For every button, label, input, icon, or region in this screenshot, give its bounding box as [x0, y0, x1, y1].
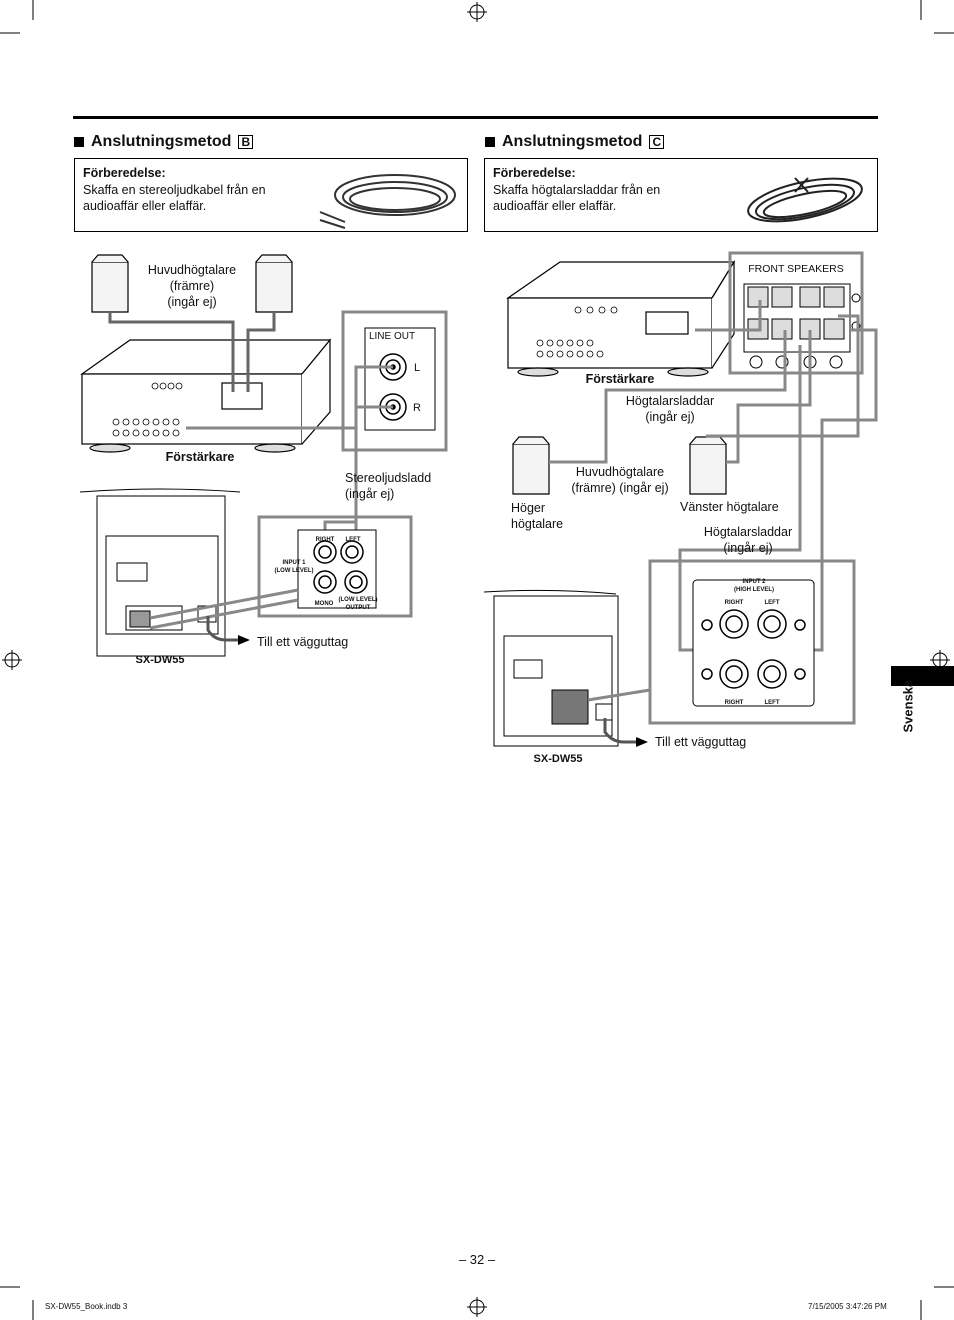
front-speakers-zoom-frame: [728, 251, 864, 375]
amplifier-icon: [506, 259, 736, 377]
left-label-bottom: LEFT: [764, 700, 780, 706]
prep-text: Skaffa högtalarsladdar från en audioaffä…: [493, 183, 661, 213]
section-b-title-text: Anslutningsmetod: [91, 133, 232, 150]
main-speakers-label: Huvudhögtalare (främre) (ingår ej): [571, 465, 669, 495]
input2-label: INPUT 2 (HIGH LEVEL): [734, 579, 774, 593]
section-c-title-text: Anslutningsmetod: [502, 133, 643, 150]
page-number: – 32 –: [458, 1252, 496, 1267]
wall-outlet-label: Till ett vägguttag: [257, 635, 349, 649]
footer-file: SX-DW55_Book.indb 3: [45, 1302, 128, 1311]
left-label: LEFT: [345, 537, 361, 543]
right-speaker-label: Höger högtalare: [511, 501, 564, 531]
model-label: SX-DW55: [135, 654, 185, 666]
amplifier-label: Förstärkare: [585, 372, 655, 386]
speaker-cables-label: Högtalarsladdar (ingår ej): [625, 394, 715, 424]
stereo-cable-label: Stereoljudsladd (ingår ej): [345, 471, 432, 501]
high-level-terminal-icon: [701, 609, 806, 689]
rca-input-icon: [313, 540, 368, 594]
main-speakers-label: Huvudhögtalare (främre) (ingår ej): [147, 263, 237, 309]
bullet-square-icon: [485, 137, 495, 147]
front-speaker-icon: [512, 436, 727, 495]
prep-text: Skaffa en stereoljudkabel från en audioa…: [83, 183, 266, 213]
prep-title: Förberedelse:: [493, 166, 576, 180]
right-channel-label: R: [413, 402, 421, 414]
line-out-label: LINE OUT: [368, 331, 416, 342]
input1-label: INPUT 1 (LOW LEVEL): [274, 560, 314, 574]
top-rule: [73, 116, 878, 119]
right-label-bottom: RIGHT: [724, 700, 744, 706]
language-label: Svenska: [900, 679, 916, 733]
prep-title: Förberedelse:: [83, 166, 166, 180]
right-label: RIGHT: [724, 600, 744, 606]
subwoofer-rear-icon: [79, 488, 241, 657]
section-b-letter: B: [238, 135, 254, 149]
speaker-wire-icon: [747, 177, 863, 223]
left-channel-label: L: [413, 362, 421, 374]
arrow-right-icon: [636, 737, 648, 747]
line-out-zoom-frame: [341, 310, 448, 452]
input2-zoom-frame: [648, 559, 856, 725]
section-b-prep-box: Förberedelse: Skaffa en stereoljudkabel …: [74, 158, 468, 232]
model-label: SX-DW55: [533, 753, 583, 765]
left-speaker-label: Vänster högtalare: [680, 500, 779, 514]
section-c-title: Anslutningsmetod C: [485, 133, 665, 151]
mono-label: MONO: [314, 601, 334, 607]
front-speakers-label: FRONT SPEAKERS: [748, 263, 844, 275]
language-tab: [891, 666, 954, 686]
front-speaker-icon: [91, 254, 293, 313]
amplifier-label: Förstärkare: [165, 450, 235, 464]
amplifier-icon: [80, 338, 332, 453]
low-level-output-label: (LOW LEVEL) OUTPUT: [338, 597, 378, 611]
bullet-square-icon: [74, 137, 84, 147]
section-c-letter: C: [649, 135, 665, 149]
left-label: LEFT: [764, 600, 780, 606]
wall-outlet-label: Till ett vägguttag: [655, 735, 747, 749]
input1-zoom-frame: [257, 515, 413, 618]
section-c-prep-box: Förberedelse: Skaffa högtalarsladdar frå…: [484, 158, 878, 232]
arrow-right-icon: [238, 635, 250, 645]
right-label: RIGHT: [315, 537, 335, 543]
section-b-title: Anslutningsmetod B: [74, 133, 254, 151]
stereo-cable-icon: [319, 174, 456, 229]
subwoofer-rear-icon: [483, 589, 619, 747]
speaker-cables-label-2: Högtalarsladdar (ingår ej): [703, 525, 793, 555]
footer-timestamp: 7/15/2005 3:47:26 PM: [808, 1302, 887, 1311]
